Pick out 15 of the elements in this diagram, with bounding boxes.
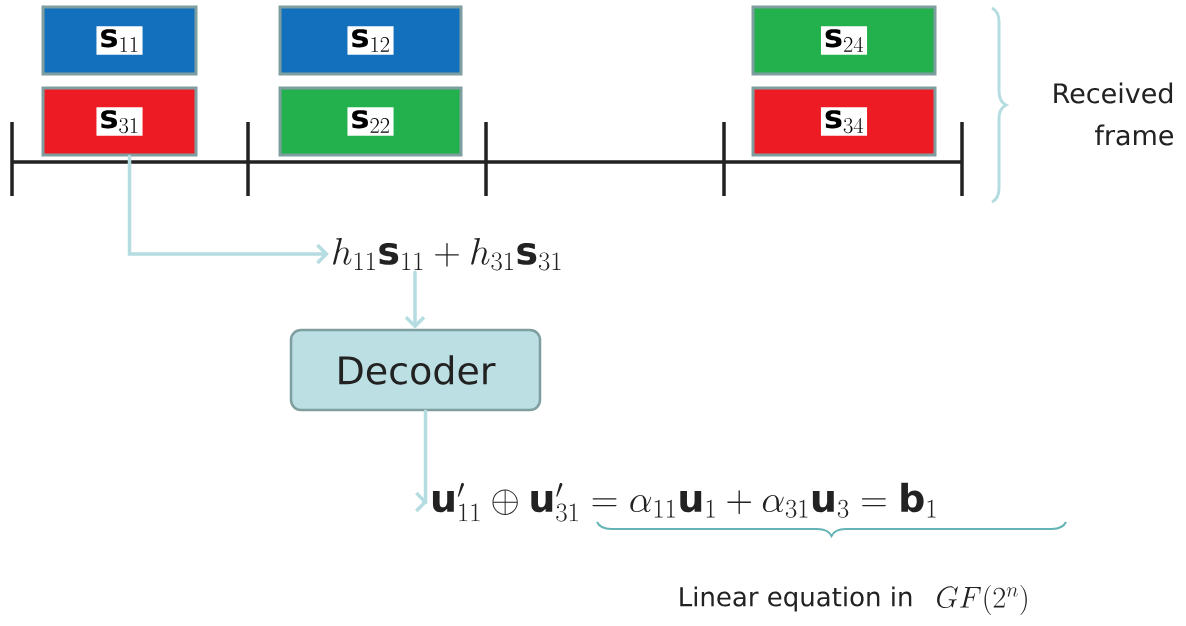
side-label: Received frame [1054,82,1174,146]
formula: $GF(2^n)$ [937,585,1027,615]
arrow [127,154,329,265]
signal-block: $\mathbf{s}_{12}$ [278,5,463,76]
signal-block: $\mathbf{s}_{11}$ [41,5,198,76]
signal-block: $\mathbf{s}_{34}$ [751,86,937,157]
arrow [415,409,428,513]
brace-label: Linear equation in [680,586,912,612]
signal-block: $\mathbf{s}_{31}$ [41,86,198,157]
decoder-box: Decoder [289,328,542,412]
signal-block: $\mathbf{s}_{24}$ [751,5,937,76]
formula: $h_{11}\mathbf{s}_{11} + h_{31}\mathbf{s}_{31}$ [333,237,561,271]
arrow [404,270,426,329]
signal-block: $\mathbf{s}_{22}$ [278,86,463,157]
formula: $\mathbf{u}'_{11} \oplus \mathbf{u}'_{31} = \alpha_{11}\mathbf{u}_1 + \alpha_{31}\mathbf{u}_3 = \mathbf{b}_1$ [432,482,936,522]
